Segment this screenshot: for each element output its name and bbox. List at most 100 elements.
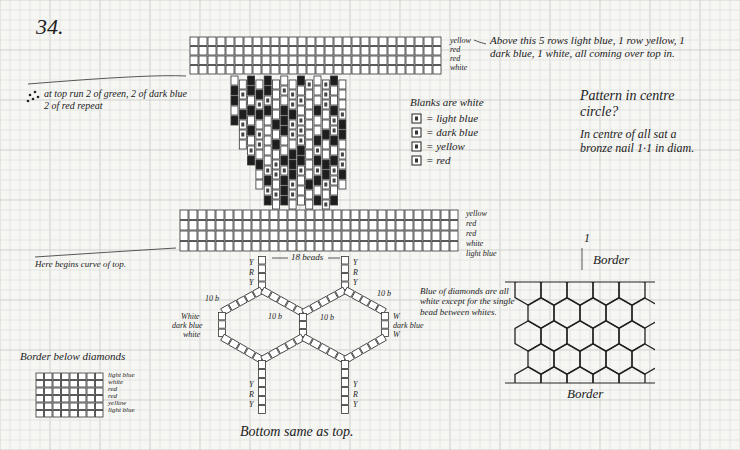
bead <box>70 396 78 403</box>
bead <box>297 126 304 135</box>
leader-line <box>474 40 486 44</box>
bead <box>382 313 389 320</box>
border-band <box>36 373 103 417</box>
bead <box>322 190 329 199</box>
bead <box>406 56 414 65</box>
bead <box>342 231 350 241</box>
bead <box>289 80 296 89</box>
leader-line <box>28 76 186 84</box>
bead <box>339 100 346 109</box>
bead <box>314 146 321 155</box>
bead <box>289 130 296 139</box>
bead <box>264 186 271 195</box>
bead <box>306 231 314 241</box>
bead <box>79 373 87 380</box>
bead <box>239 140 246 149</box>
note-label: Y <box>353 278 357 287</box>
bead <box>314 76 321 85</box>
bead <box>264 96 271 105</box>
bead <box>231 116 238 125</box>
bead <box>306 170 313 179</box>
bead-mark <box>275 163 278 167</box>
page-number: 34. <box>36 14 64 39</box>
bead <box>314 116 321 125</box>
bead <box>298 37 306 46</box>
bead <box>273 190 280 199</box>
grid-line <box>0 180 740 181</box>
bead <box>307 66 315 75</box>
bead <box>342 370 349 378</box>
bead <box>279 210 287 220</box>
bead <box>325 47 333 56</box>
bead <box>297 221 305 231</box>
bead <box>297 86 304 95</box>
bead <box>208 56 216 65</box>
bead <box>331 136 338 145</box>
bead <box>207 221 215 231</box>
bead <box>351 242 359 252</box>
bead <box>315 242 323 252</box>
bead <box>189 242 197 252</box>
note-label: 1 <box>584 232 590 246</box>
bead <box>331 146 338 155</box>
bead <box>324 231 332 241</box>
bead <box>423 210 431 220</box>
bead <box>396 221 404 231</box>
bead <box>297 166 304 175</box>
bead <box>334 66 342 75</box>
bead <box>45 373 53 380</box>
bead <box>297 242 305 252</box>
bead <box>397 37 405 46</box>
bead <box>53 388 61 395</box>
bead <box>180 221 188 231</box>
bead <box>261 231 269 241</box>
bead <box>324 242 332 252</box>
note-label: 10 b <box>268 312 282 321</box>
bead <box>207 242 215 252</box>
bead-mark <box>258 103 261 107</box>
bead <box>306 140 313 149</box>
grid-line <box>710 0 711 450</box>
bead <box>342 274 349 282</box>
bead <box>273 110 280 119</box>
bead <box>331 186 338 195</box>
legend-mark <box>415 145 418 149</box>
grid-line <box>10 0 11 450</box>
note-label: Here begins curve of top. <box>35 259 126 269</box>
grid-line <box>660 0 661 450</box>
bead <box>297 76 304 85</box>
bead <box>289 47 297 56</box>
bead <box>273 90 280 99</box>
bead <box>264 176 271 185</box>
note-label: 10 b <box>320 313 334 322</box>
bead <box>264 126 271 135</box>
bead <box>316 66 324 75</box>
bead <box>256 180 263 189</box>
bead <box>331 156 338 165</box>
bead <box>306 130 313 139</box>
grid-line <box>0 30 740 31</box>
bead <box>361 47 369 56</box>
bead <box>226 47 234 56</box>
bead <box>414 221 422 231</box>
hex-cell <box>515 282 541 305</box>
bead <box>314 166 321 175</box>
bead-mark <box>333 129 336 133</box>
bead-mark <box>308 83 311 87</box>
bead <box>370 47 378 56</box>
bead <box>253 37 261 46</box>
bead <box>262 37 270 46</box>
bead <box>450 242 458 252</box>
bead-mark <box>324 183 327 187</box>
bead <box>216 242 224 252</box>
bead <box>351 221 359 231</box>
bead <box>415 66 423 75</box>
bead <box>216 231 224 241</box>
bead <box>273 80 280 89</box>
top-band <box>190 37 441 74</box>
bead <box>306 120 313 129</box>
bead-mark <box>283 89 286 93</box>
bead <box>248 86 255 95</box>
bead <box>388 66 396 75</box>
hex-cell <box>619 367 645 383</box>
